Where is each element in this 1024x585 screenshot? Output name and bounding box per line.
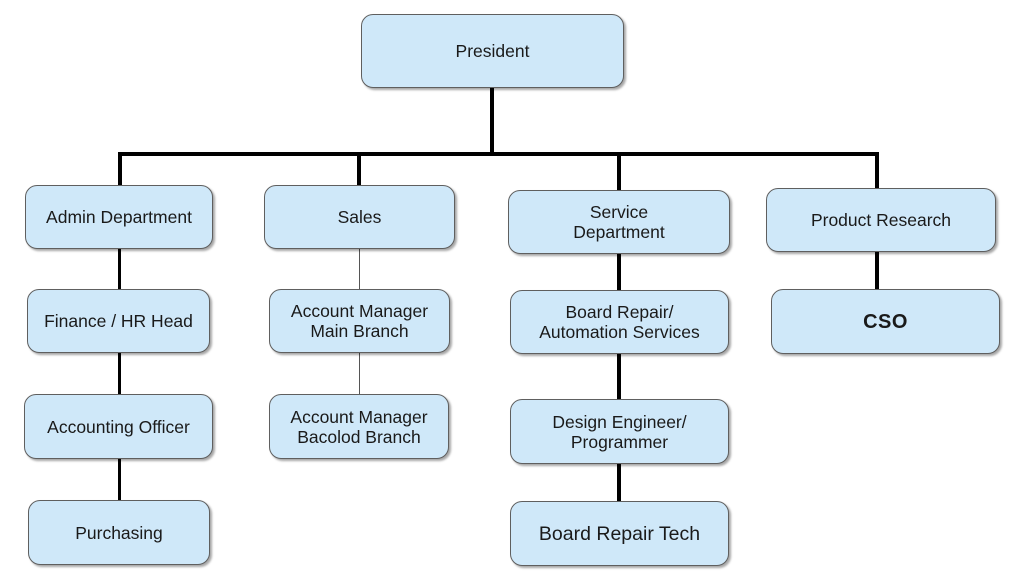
connector-to-service (617, 152, 621, 190)
connector-sales-account-main (359, 249, 360, 290)
connector-product-research-cso (875, 252, 879, 289)
node-president: President (361, 14, 624, 88)
connector-admin-finance (118, 249, 121, 289)
node-design-engineer-programmer: Design Engineer/ Programmer (510, 399, 729, 464)
node-account-manager-main-branch: Account Manager Main Branch (269, 289, 450, 353)
connector-to-product-research (875, 152, 879, 188)
connector-board-repair-design (617, 354, 621, 399)
node-admin-department: Admin Department (25, 185, 213, 249)
connector-finance-accounting (118, 353, 121, 394)
node-cso: CSO (771, 289, 1000, 354)
connector-horizontal-bus (118, 152, 878, 156)
node-account-manager-bacolod-branch: Account Manager Bacolod Branch (269, 394, 449, 459)
connector-service-board-repair (617, 254, 621, 290)
node-service-department: Service Department (508, 190, 730, 254)
node-product-research: Product Research (766, 188, 996, 252)
connector-to-admin (118, 152, 122, 185)
node-accounting-officer: Accounting Officer (24, 394, 213, 459)
connector-accounting-purchasing (118, 459, 121, 500)
connector-account-main-bacolod (359, 353, 360, 394)
connector-president-down (490, 88, 494, 154)
node-board-repair-automation: Board Repair/ Automation Services (510, 290, 729, 354)
node-board-repair-tech: Board Repair Tech (510, 501, 729, 566)
node-finance-hr-head: Finance / HR Head (27, 289, 210, 353)
connector-design-tech (617, 464, 621, 501)
node-sales: Sales (264, 185, 455, 249)
connector-to-sales (357, 152, 361, 185)
node-purchasing: Purchasing (28, 500, 210, 565)
